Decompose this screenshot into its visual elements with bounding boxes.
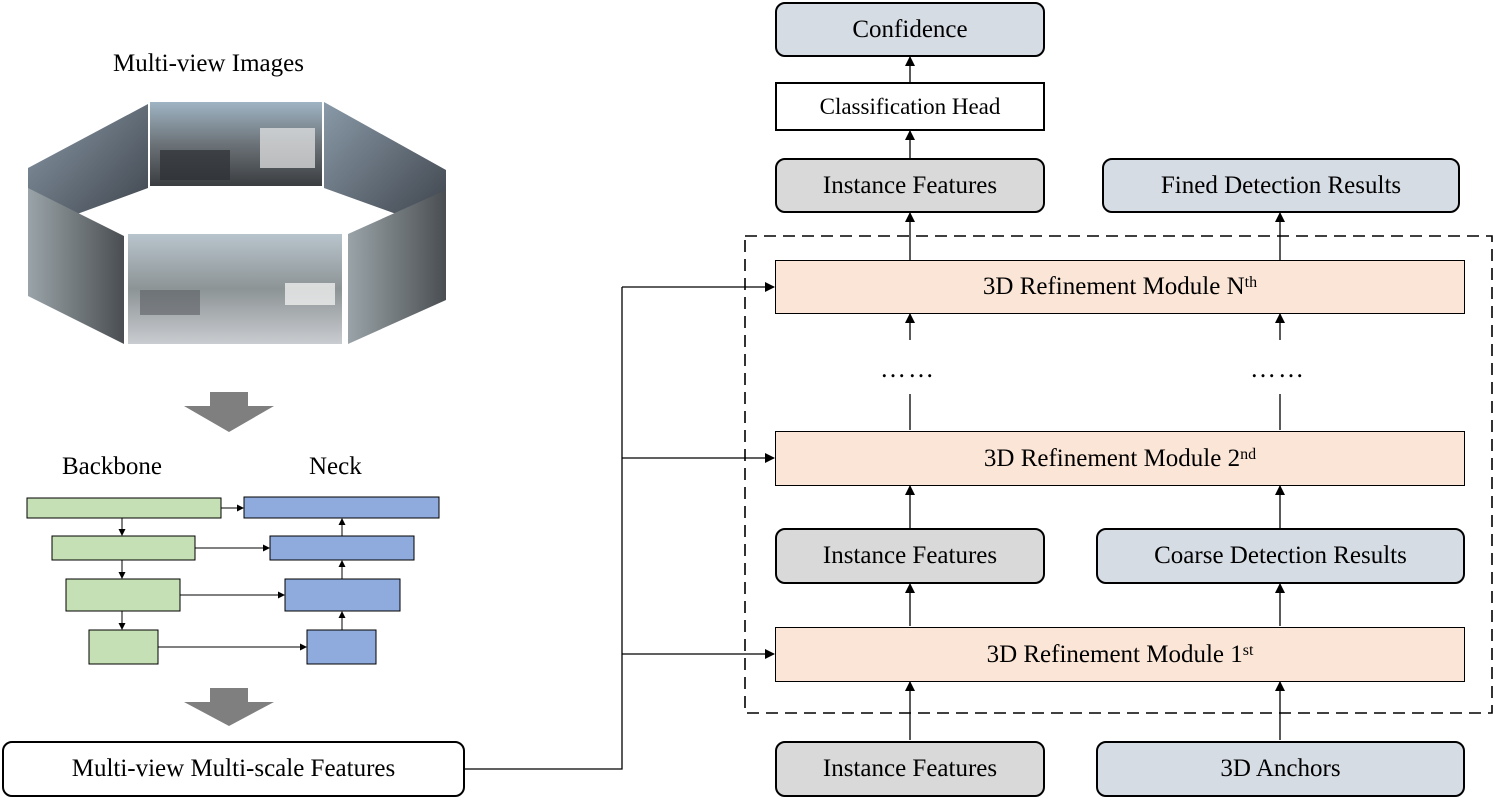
instance-features-top-box: Instance Features [775, 158, 1045, 213]
backbone-level-4 [88, 629, 159, 665]
classification-head-box: Classification Head [775, 82, 1045, 131]
coarse-detection-results-box: Coarse Detection Results [1096, 528, 1465, 584]
neck-level-4 [306, 629, 377, 665]
backbone-level-1 [26, 497, 222, 519]
neck-level-2 [269, 535, 415, 561]
camera-panel-back-right [348, 190, 446, 344]
backbone-level-2 [51, 535, 196, 561]
refinement-module-2-label: 3D Refinement Module 2 [983, 444, 1241, 472]
instance-features-mid-box: Instance Features [775, 528, 1045, 584]
feature-connector-line [465, 287, 623, 770]
neck-label: Neck [309, 453, 362, 480]
camera-scene-hint [285, 283, 335, 305]
multi-view-multi-scale-features-box: Multi-view Multi-scale Features [2, 741, 465, 797]
fined-detection-results-box: Fined Detection Results [1102, 158, 1460, 213]
multi-view-images-panels [28, 102, 446, 344]
refinement-module-2-sup: nd [1240, 445, 1257, 463]
camera-panel-back-left [28, 188, 124, 344]
3d-anchors-box: 3D Anchors [1096, 741, 1465, 797]
camera-panel-back [128, 234, 342, 344]
camera-panel-front-right [324, 102, 446, 232]
down-arrow-gray-icon [184, 392, 274, 432]
multi-view-images-title: Multi-view Images [113, 50, 304, 77]
refinement-module-n-sup: th [1244, 274, 1258, 291]
ellipsis-left: …… [880, 354, 936, 383]
refinement-module-1-label: 3D Refinement Module 1 [986, 640, 1243, 668]
refinement-module-1-sup: st [1242, 641, 1254, 659]
camera-panel-front-left [28, 104, 148, 232]
refinement-module-n-label: 3D Refinement Module N [982, 273, 1245, 300]
down-arrow-gray-icon [184, 688, 274, 726]
ellipsis-right: …… [1250, 354, 1306, 383]
camera-scene-hint [140, 290, 200, 315]
instance-features-bottom-box: Instance Features [775, 741, 1045, 797]
camera-scene-hint [160, 150, 230, 180]
camera-scene-hint [260, 128, 315, 168]
backbone-label: Backbone [62, 453, 162, 480]
neck-level-1 [243, 496, 440, 519]
confidence-box: Confidence [775, 2, 1045, 57]
backbone-level-3 [65, 578, 181, 612]
refinement-dashed-container [744, 235, 1493, 714]
neck-level-3 [284, 578, 401, 612]
